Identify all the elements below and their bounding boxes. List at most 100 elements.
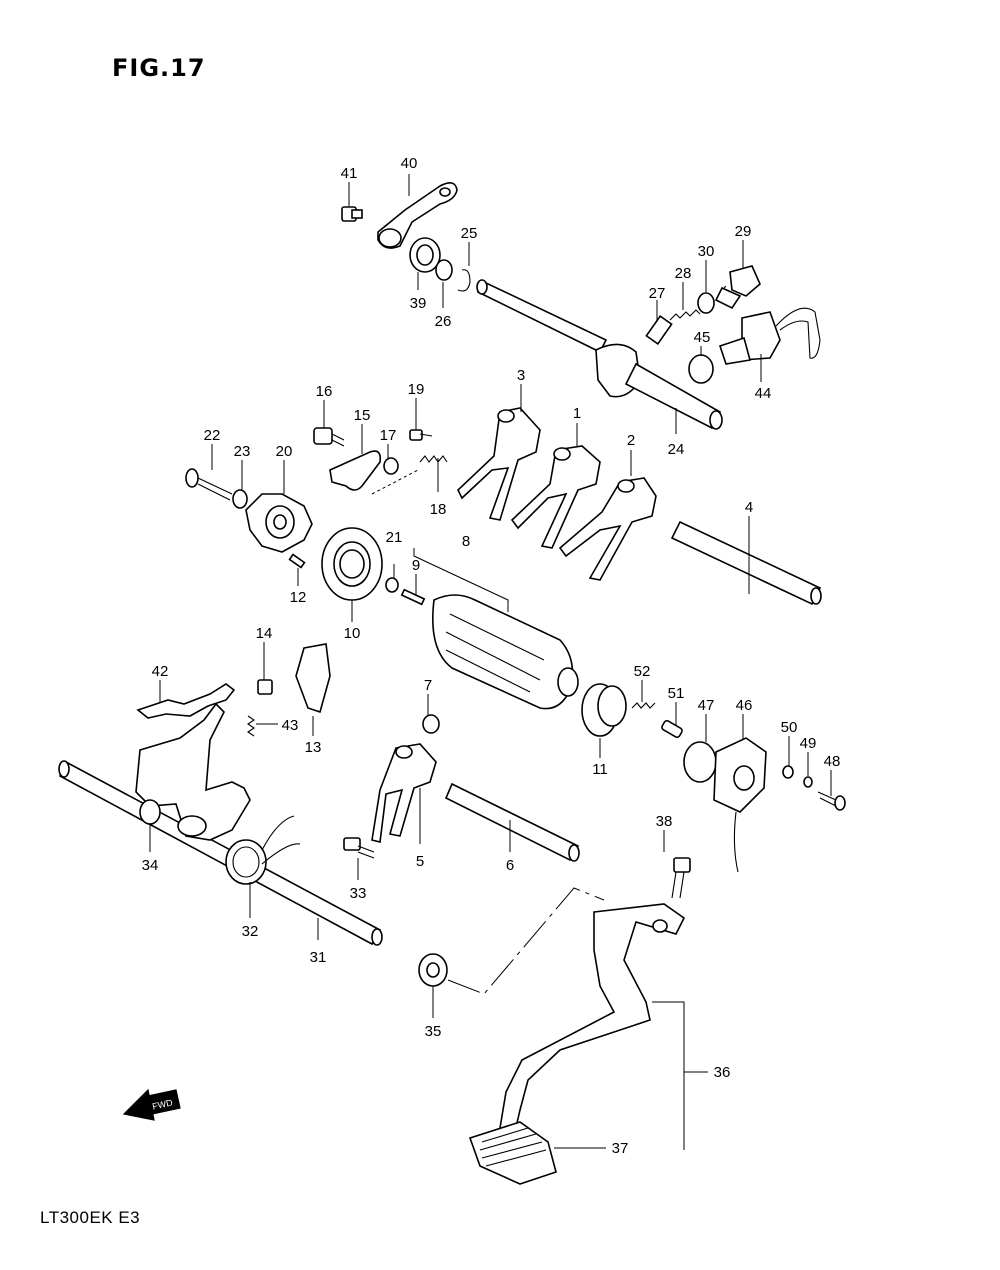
shift-forks (371, 407, 822, 862)
part-35-washer (418, 953, 448, 987)
part-23-washer (232, 489, 248, 509)
callout-37: 37 (612, 1140, 629, 1157)
callout-49: 49 (800, 735, 817, 752)
part-22-bolt (185, 468, 233, 501)
figure-title: FIG.17 (112, 54, 206, 82)
callout-6: 6 (506, 857, 514, 874)
part-4-fork-shaft (670, 520, 822, 606)
callout-5: 5 (416, 853, 424, 870)
callout-11: 11 (592, 761, 608, 778)
callout-42: 42 (152, 663, 169, 680)
part-6-fork-shaft (444, 782, 580, 862)
part-3-fork (457, 407, 541, 521)
part-25-circlip (457, 269, 471, 292)
part-28-spring (669, 309, 701, 321)
callout-27: 27 (649, 285, 666, 302)
callout-23: 23 (234, 443, 251, 460)
callout-48: 48 (824, 753, 841, 770)
part-42-arm (136, 683, 236, 719)
callout-3: 3 (517, 367, 525, 384)
part-16-bolt (313, 427, 345, 447)
gearshift-shaft-lower (58, 643, 383, 946)
part-37-rubber (468, 1121, 557, 1185)
callout-39: 39 (410, 295, 427, 312)
callout-50: 50 (781, 719, 798, 736)
callout-29: 29 (735, 223, 752, 240)
part-45-o-ring (688, 354, 714, 384)
part-14-bolt (257, 679, 273, 695)
callout-22: 22 (204, 427, 221, 444)
part-36-pedal (499, 903, 686, 1138)
part-15-stopper (329, 450, 382, 491)
neutral-switch-area (631, 702, 846, 873)
callout-1: 1 (573, 405, 581, 422)
callout-32: 32 (242, 923, 259, 940)
part-9-pin (400, 588, 426, 606)
part-48-screw (817, 791, 846, 811)
part-1-fork (510, 445, 601, 549)
callout-16: 16 (316, 383, 333, 400)
part-49-washer (803, 776, 813, 788)
callout-15: 15 (354, 407, 371, 424)
part-5-fork (371, 743, 437, 843)
callout-30: 30 (698, 243, 715, 260)
part-24-shaft (476, 279, 723, 430)
part-38-bolt (671, 857, 691, 899)
gearshift-pedal (418, 857, 691, 1185)
part-40-lever (377, 182, 458, 249)
part-51-contact (661, 719, 683, 739)
callout-14: 14 (256, 625, 273, 642)
gearshift-arm (135, 702, 251, 841)
callout-26: 26 (435, 313, 452, 330)
part-19-bolt (409, 429, 433, 441)
callout-28: 28 (675, 265, 692, 282)
callouts: 1 2 3 4 5 6 7 8 9 10 11 12 13 14 15 16 1… (142, 155, 841, 1157)
part-13-plate (295, 643, 331, 714)
callout-20: 20 (276, 443, 293, 460)
part-44-neutral-switch (718, 307, 821, 365)
callout-4: 4 (745, 499, 753, 516)
part-26-washer (435, 259, 453, 281)
part-20-cam-gear (245, 493, 313, 553)
part-11-bearing (581, 683, 627, 737)
part-33-bolt (343, 837, 375, 859)
callout-24: 24 (668, 441, 685, 458)
part-32-spring (225, 815, 301, 885)
shift-shaft-upper (341, 182, 821, 430)
callout-10: 10 (344, 625, 361, 642)
callout-46: 46 (736, 697, 753, 714)
part-52-spring (631, 702, 656, 709)
callout-12: 12 (290, 589, 307, 606)
part-47-o-ring (683, 741, 717, 783)
callout-9: 9 (412, 557, 420, 574)
part-34-washer (139, 799, 161, 825)
callout-38: 38 (656, 813, 673, 830)
part-10-bearing (321, 527, 383, 601)
callout-25: 25 (461, 225, 478, 242)
callout-43: 43 (282, 717, 299, 734)
part-29-plug (714, 265, 761, 310)
fwd-label: FWD (151, 1097, 174, 1111)
callout-33: 33 (350, 885, 367, 902)
part-17-washer (383, 457, 399, 475)
fwd-arrow-icon: FWD (122, 1088, 181, 1121)
part-2-fork (558, 477, 657, 581)
callout-40: 40 (401, 155, 418, 172)
callout-2: 2 (627, 432, 635, 449)
callout-41: 41 (341, 165, 358, 182)
callout-19: 19 (408, 381, 425, 398)
part-30-washer (697, 292, 715, 314)
callout-47: 47 (698, 697, 715, 714)
part-43-spring (247, 715, 255, 737)
callout-17: 17 (380, 427, 397, 444)
part-50-washer (782, 765, 794, 779)
callout-36: 36 (714, 1064, 731, 1081)
part-21-pin (385, 577, 399, 593)
callout-34: 34 (142, 857, 159, 874)
part-27-pin (645, 315, 673, 345)
model-code: LT300EK E3 (40, 1208, 141, 1227)
callout-13: 13 (305, 739, 322, 756)
shift-cam-area (185, 427, 627, 737)
callout-45: 45 (694, 329, 711, 346)
callout-18: 18 (430, 501, 447, 518)
